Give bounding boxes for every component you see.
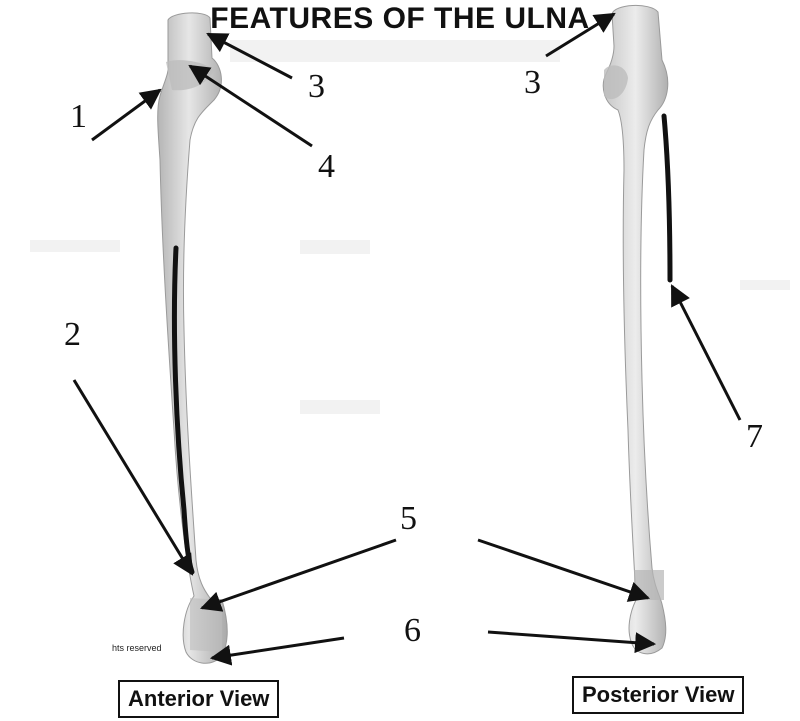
arrow-5-anterior xyxy=(200,538,397,612)
arrow-7 xyxy=(670,284,742,421)
arrow-1 xyxy=(91,88,162,142)
label-6: 6 xyxy=(404,612,421,649)
arrow-4 xyxy=(188,64,313,148)
rights-note: hts reserved xyxy=(112,643,162,653)
arrow-6-posterior xyxy=(487,630,657,654)
arrow-3-posterior xyxy=(545,12,616,58)
arrow-3-anterior xyxy=(206,32,293,80)
ulna-anterior xyxy=(157,12,228,664)
arrow-6-anterior xyxy=(209,636,345,666)
label-4: 4 xyxy=(318,148,335,185)
arrow-2 xyxy=(72,379,194,576)
label-3-posterior: 3 xyxy=(524,64,541,101)
anterior-view-label: Anterior View xyxy=(118,680,280,718)
diagram-title: FEATURES OF THE ULNA xyxy=(210,2,590,35)
label-arrows xyxy=(72,12,742,666)
label-7: 7 xyxy=(746,418,763,455)
background-ghost-print xyxy=(30,40,790,414)
label-3-anterior: 3 xyxy=(308,68,325,105)
ulna-posterior xyxy=(602,5,673,655)
arrow-5-posterior xyxy=(477,538,650,602)
label-1: 1 xyxy=(70,98,87,135)
label-2: 2 xyxy=(64,316,81,353)
label-5: 5 xyxy=(400,500,417,537)
posterior-view-label: Posterior View xyxy=(572,676,745,714)
